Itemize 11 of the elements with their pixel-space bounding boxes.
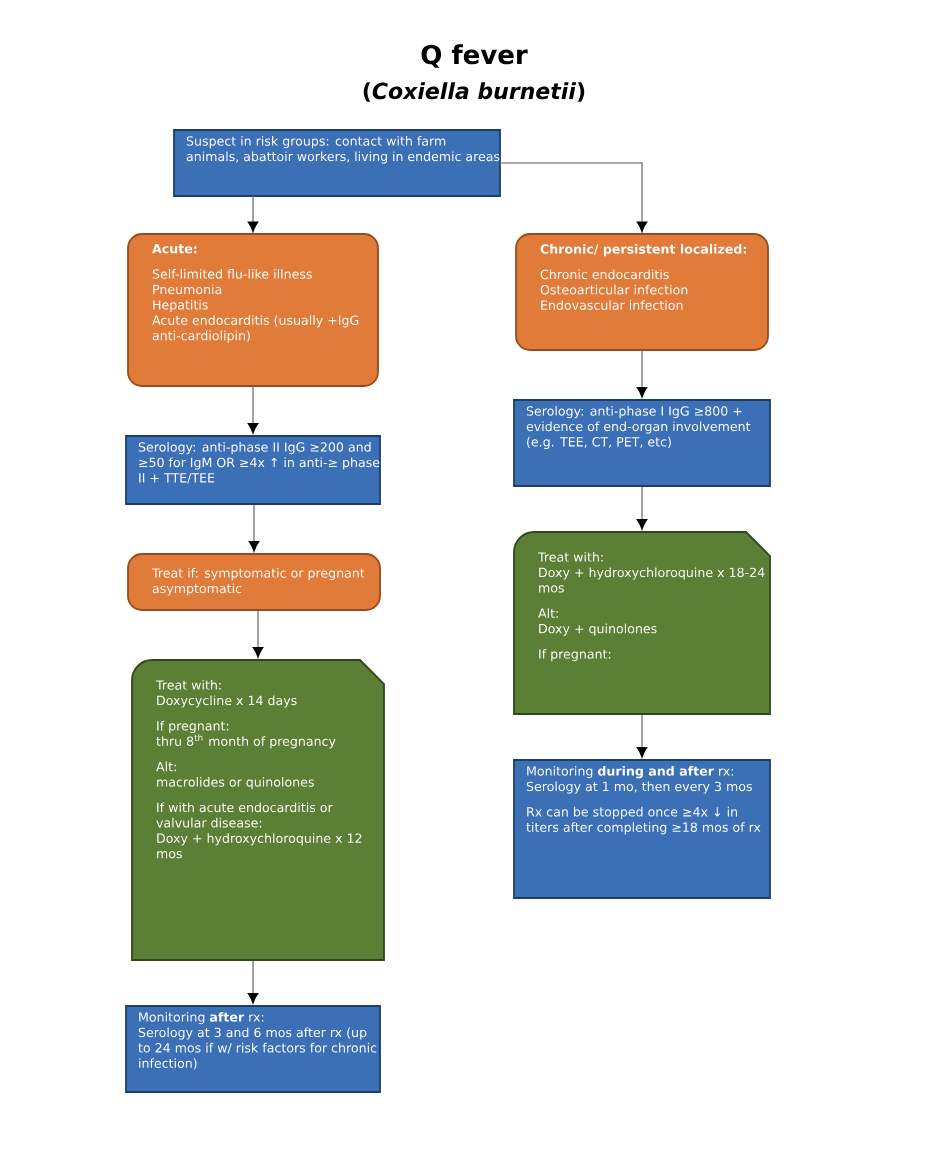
arrow [247,386,259,434]
title: Q fever [421,44,528,68]
arrow [252,610,264,658]
arrow [247,960,259,1004]
arrow [636,350,648,398]
arrow [248,504,260,552]
arrow [499,162,648,232]
arrow [247,195,259,232]
arrow [636,486,648,530]
subtitle: (Coxiella burnetii) [363,82,585,102]
arrow [636,714,648,758]
